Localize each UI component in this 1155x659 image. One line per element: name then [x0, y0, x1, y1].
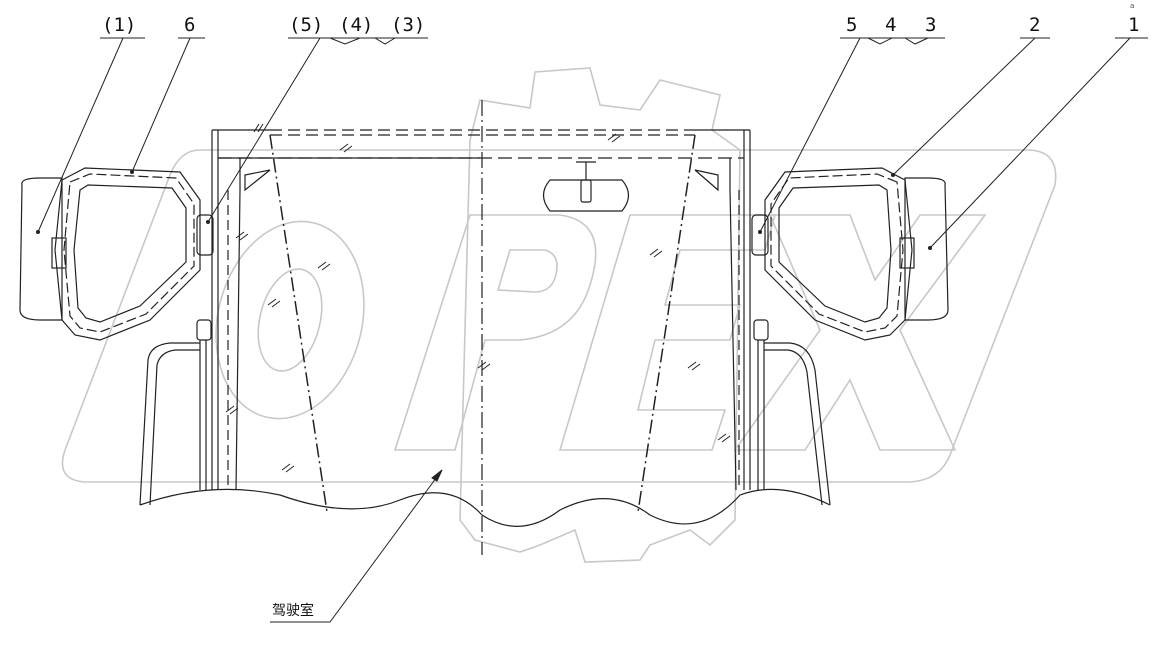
- callout-left-fastener-5: (5): [289, 14, 324, 36]
- cab-structure: [139, 100, 831, 555]
- callout-right-mirror: 1: [1128, 14, 1140, 36]
- watermark-logo: [61, 67, 1057, 563]
- cab-label: 驾驶室: [272, 603, 314, 619]
- glass-hatch-marks: [225, 123, 731, 473]
- left-mirror-assembly: [19, 167, 214, 341]
- corner-mark: a: [1130, 2, 1135, 10]
- callout-right-fastener-5: 5: [846, 14, 858, 36]
- callout-right-fastener-4: 4: [885, 14, 897, 36]
- right-mirror-assembly: [751, 167, 949, 341]
- callout-right-arm: 2: [1029, 14, 1041, 36]
- callout-left-fastener-3: (3): [391, 14, 426, 36]
- leader-dots: [36, 170, 932, 250]
- leader-lines: [37, 37, 1148, 623]
- callout-left-arm: 6: [184, 14, 196, 36]
- callout-left-fastener-4: (4): [339, 14, 374, 36]
- callout-right-fastener-3: 3: [925, 14, 937, 36]
- callout-left-mirror: (1): [102, 14, 137, 36]
- interior-mirror: [542, 161, 630, 212]
